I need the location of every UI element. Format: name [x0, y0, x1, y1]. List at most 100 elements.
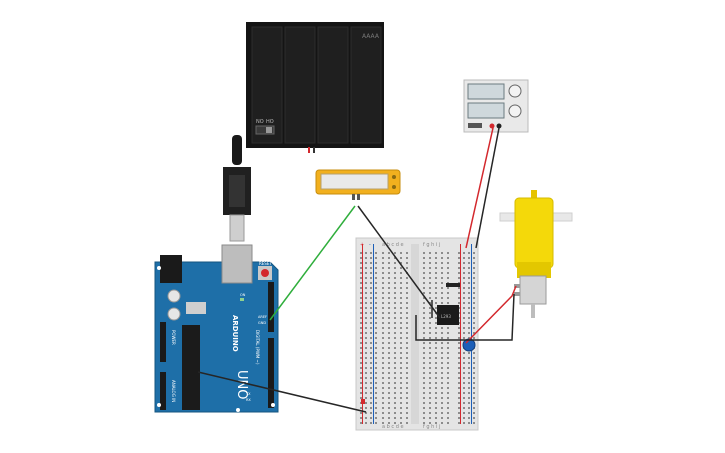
breadboard-hole[interactable]: [463, 292, 465, 294]
breadboard-hole[interactable]: [394, 252, 396, 254]
breadboard-hole[interactable]: [463, 412, 465, 414]
breadboard-hole[interactable]: [375, 387, 377, 389]
breadboard-hole[interactable]: [458, 412, 460, 414]
breadboard-hole[interactable]: [435, 342, 437, 344]
breadboard-hole[interactable]: [394, 257, 396, 259]
breadboard-hole[interactable]: [463, 362, 465, 364]
breadboard-hole[interactable]: [370, 352, 372, 354]
breadboard-hole[interactable]: [388, 352, 390, 354]
breadboard-hole[interactable]: [382, 312, 384, 314]
breadboard-hole[interactable]: [463, 417, 465, 419]
breadboard-hole[interactable]: [447, 402, 449, 404]
breadboard-hole[interactable]: [423, 362, 425, 364]
breadboard-hole[interactable]: [473, 377, 475, 379]
breadboard-hole[interactable]: [388, 342, 390, 344]
breadboard-hole[interactable]: [394, 317, 396, 319]
breadboard-hole[interactable]: [365, 422, 367, 424]
breadboard-hole[interactable]: [406, 257, 408, 259]
breadboard-hole[interactable]: [468, 257, 470, 259]
breadboard-hole[interactable]: [370, 337, 372, 339]
breadboard-hole[interactable]: [473, 287, 475, 289]
breadboard-hole[interactable]: [388, 257, 390, 259]
breadboard-hole[interactable]: [447, 422, 449, 424]
breadboard-hole[interactable]: [388, 327, 390, 329]
breadboard-hole[interactable]: [458, 382, 460, 384]
breadboard-hole[interactable]: [400, 287, 402, 289]
breadboard-hole[interactable]: [473, 292, 475, 294]
breadboard-hole[interactable]: [406, 252, 408, 254]
breadboard-hole[interactable]: [388, 322, 390, 324]
wire-black-ground[interactable]: [197, 371, 367, 413]
breadboard-hole[interactable]: [365, 362, 367, 364]
breadboard-hole[interactable]: [365, 342, 367, 344]
breadboard-hole[interactable]: [435, 357, 437, 359]
dc-motor[interactable]: [499, 190, 573, 318]
breadboard-hole[interactable]: [375, 372, 377, 374]
breadboard-hole[interactable]: [360, 362, 362, 364]
breadboard-hole[interactable]: [370, 407, 372, 409]
breadboard-hole[interactable]: [375, 357, 377, 359]
breadboard-hole[interactable]: [360, 297, 362, 299]
breadboard-hole[interactable]: [423, 302, 425, 304]
breadboard-hole[interactable]: [394, 322, 396, 324]
breadboard-hole[interactable]: [400, 362, 402, 364]
breadboard-hole[interactable]: [400, 282, 402, 284]
breadboard-hole[interactable]: [435, 337, 437, 339]
breadboard-hole[interactable]: [406, 317, 408, 319]
breadboard-hole[interactable]: [463, 287, 465, 289]
breadboard-hole[interactable]: [382, 262, 384, 264]
breadboard-hole[interactable]: [394, 407, 396, 409]
breadboard-hole[interactable]: [375, 322, 377, 324]
breadboard-hole[interactable]: [375, 257, 377, 259]
breadboard-hole[interactable]: [400, 352, 402, 354]
breadboard-hole[interactable]: [382, 362, 384, 364]
breadboard-hole[interactable]: [370, 267, 372, 269]
breadboard-hole[interactable]: [365, 412, 367, 414]
breadboard-hole[interactable]: [360, 287, 362, 289]
breadboard-hole[interactable]: [447, 302, 449, 304]
breadboard-hole[interactable]: [394, 287, 396, 289]
breadboard-hole[interactable]: [400, 392, 402, 394]
breadboard-hole[interactable]: [423, 262, 425, 264]
breadboard-hole[interactable]: [423, 412, 425, 414]
breadboard-hole[interactable]: [394, 327, 396, 329]
breadboard-hole[interactable]: [468, 417, 470, 419]
breadboard-hole[interactable]: [441, 332, 443, 334]
breadboard-hole[interactable]: [468, 372, 470, 374]
breadboard-hole[interactable]: [468, 282, 470, 284]
reset-button[interactable]: [261, 269, 269, 277]
breadboard-hole[interactable]: [423, 397, 425, 399]
breadboard-hole[interactable]: [473, 327, 475, 329]
breadboard-hole[interactable]: [429, 267, 431, 269]
breadboard-hole[interactable]: [394, 402, 396, 404]
breadboard-hole[interactable]: [458, 302, 460, 304]
breadboard-hole[interactable]: [441, 327, 443, 329]
breadboard-hole[interactable]: [382, 307, 384, 309]
breadboard-hole[interactable]: [382, 282, 384, 284]
breadboard-hole[interactable]: [406, 357, 408, 359]
breadboard-hole[interactable]: [365, 287, 367, 289]
breadboard-hole[interactable]: [429, 352, 431, 354]
breadboard-hole[interactable]: [473, 367, 475, 369]
breadboard-hole[interactable]: [388, 292, 390, 294]
breadboard-hole[interactable]: [394, 267, 396, 269]
breadboard-hole[interactable]: [468, 317, 470, 319]
breadboard-hole[interactable]: [447, 372, 449, 374]
breadboard-hole[interactable]: [447, 257, 449, 259]
breadboard-hole[interactable]: [406, 267, 408, 269]
breadboard-hole[interactable]: [463, 267, 465, 269]
breadboard-hole[interactable]: [365, 372, 367, 374]
breadboard-hole[interactable]: [441, 267, 443, 269]
breadboard-hole[interactable]: [394, 382, 396, 384]
breadboard-hole[interactable]: [458, 272, 460, 274]
breadboard-hole[interactable]: [423, 277, 425, 279]
breadboard-hole[interactable]: [458, 347, 460, 349]
breadboard-hole[interactable]: [441, 382, 443, 384]
breadboard-hole[interactable]: [360, 397, 362, 399]
motor-driver-chip[interactable]: L293: [437, 283, 460, 325]
breadboard-hole[interactable]: [406, 387, 408, 389]
breadboard-hole[interactable]: [473, 267, 475, 269]
breadboard-hole[interactable]: [429, 347, 431, 349]
breadboard-hole[interactable]: [463, 352, 465, 354]
breadboard-hole[interactable]: [365, 282, 367, 284]
